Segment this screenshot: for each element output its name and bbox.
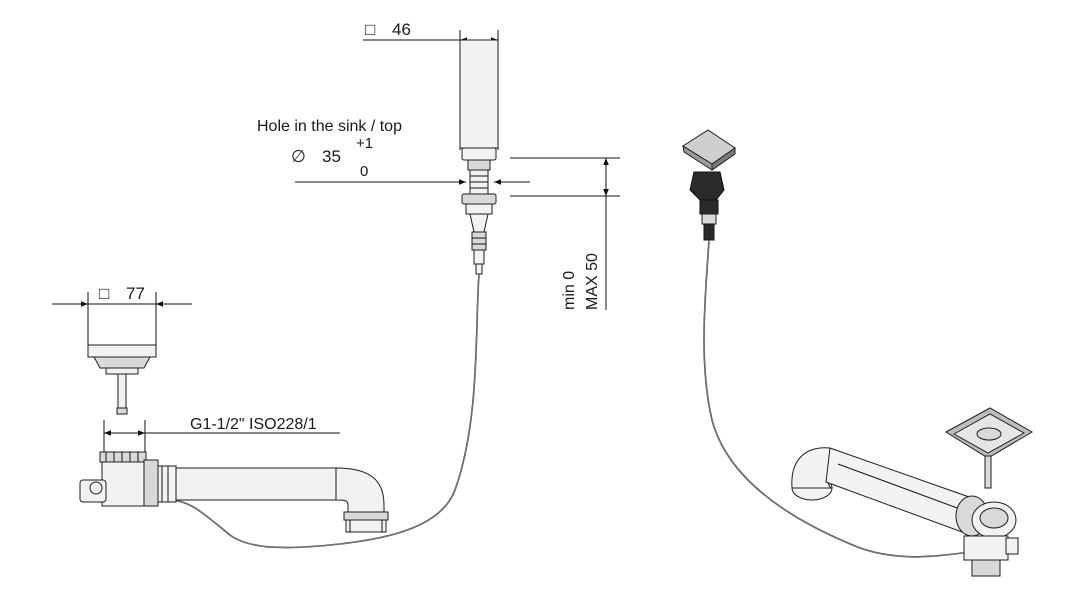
thickness-min: min 0 (561, 271, 578, 310)
top-width-symbol: □ (365, 20, 375, 39)
diameter-tol-upper: +1 (356, 135, 373, 152)
diameter-value: 35 (322, 147, 341, 166)
plug-width-value: 77 (126, 284, 145, 303)
waste-pipe-3d-view (791, 447, 1019, 577)
plug-width-symbol: □ (99, 284, 109, 303)
thickness-max: MAX 50 (584, 253, 601, 310)
push-knob-3d-view (682, 129, 736, 241)
top-width-value: 46 (392, 20, 411, 39)
hole-label: Hole in the sink / top (257, 118, 402, 135)
plug-3d-view (945, 407, 1033, 489)
diameter-tol-lower: 0 (360, 163, 368, 180)
push-button-side-view (459, 39, 499, 275)
plug-width-dimension: □ 77 (52, 284, 192, 345)
plug-side-view (87, 344, 157, 415)
thread-label: G1-1/2" ISO228/1 (190, 416, 317, 433)
thickness-dimension: min 0 MAX 50 (510, 157, 620, 310)
diameter-symbol: ∅ (291, 147, 306, 166)
hole-dimension: Hole in the sink / top ∅ 35 +1 0 (257, 118, 530, 185)
waste-fitting-front-view (79, 451, 389, 533)
bowden-cable-front (169, 273, 480, 549)
